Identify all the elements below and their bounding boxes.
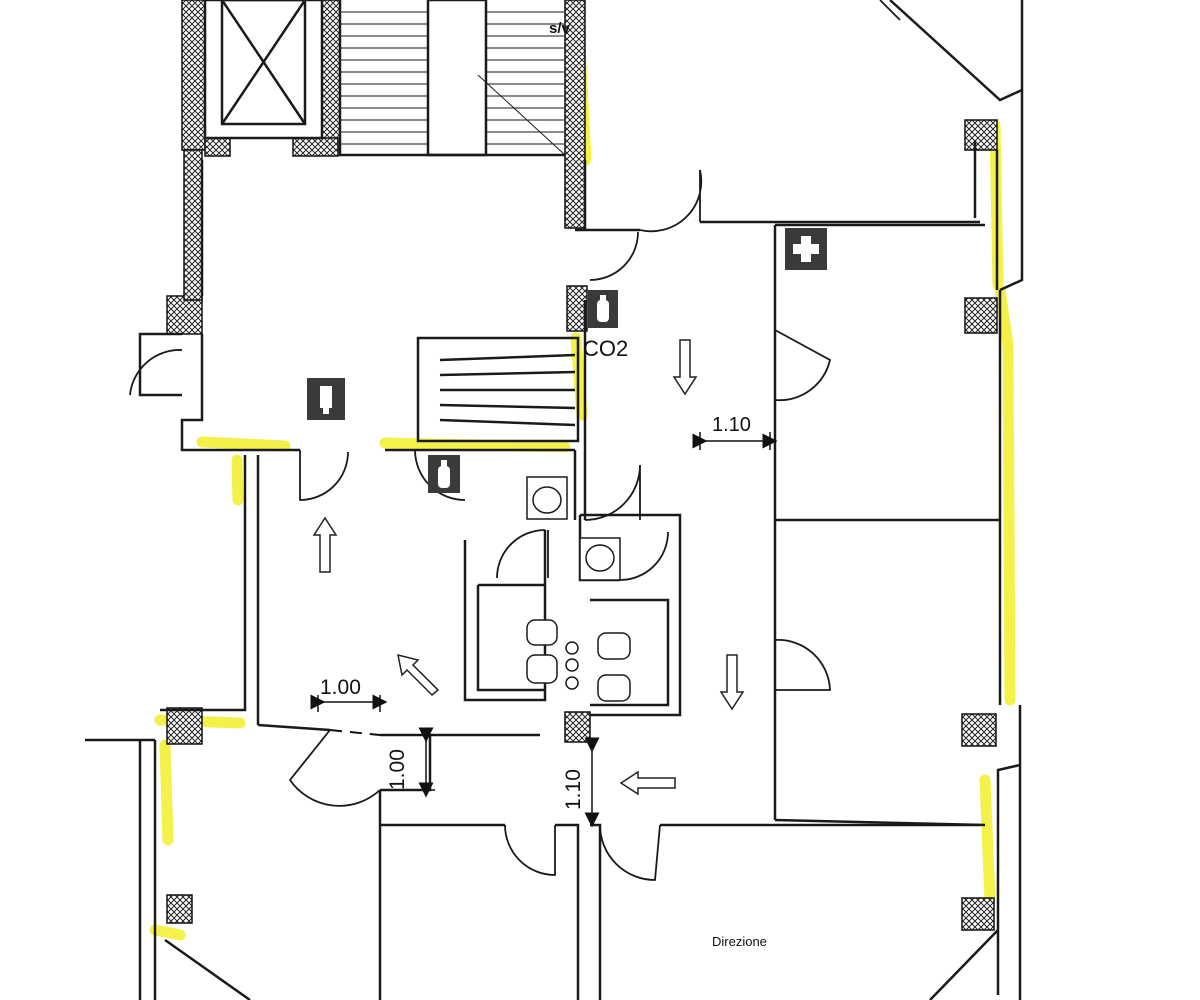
toilet-icon [597,632,631,660]
escape-arrow-icon [619,770,676,796]
toilet-icon [526,654,558,684]
co2-label: CO2 [583,336,629,361]
dimension-width-1: 1.00 [320,676,361,699]
walls [85,0,1024,1000]
escape-arrows [312,339,745,796]
stair-code-label: s/v [549,20,570,37]
toilet-icon [526,619,558,646]
escape-arrow-icon [397,653,440,697]
room-label-direzione: Direzione [712,934,767,949]
sanitary-fixtures [526,476,631,702]
dimension-height-1: 1.00 [386,749,409,790]
escape-arrow-icon [312,516,338,573]
dashed-opening [329,729,381,736]
fire-hose-icon [307,378,345,420]
dimension-lines [310,432,778,828]
toilet-icon [597,674,631,702]
door-swings [129,0,901,881]
escape-arrow-icon [719,654,745,711]
fire-extinguisher-icon [588,290,618,328]
fire-extinguisher-icon [428,455,460,493]
escape-arrow-icon [672,339,698,396]
hatched-structure [166,0,998,931]
dimension-height-2: 1.10 [562,769,585,810]
first-aid-icon [785,228,827,270]
dimension-width-2: 1.10 [712,414,751,436]
